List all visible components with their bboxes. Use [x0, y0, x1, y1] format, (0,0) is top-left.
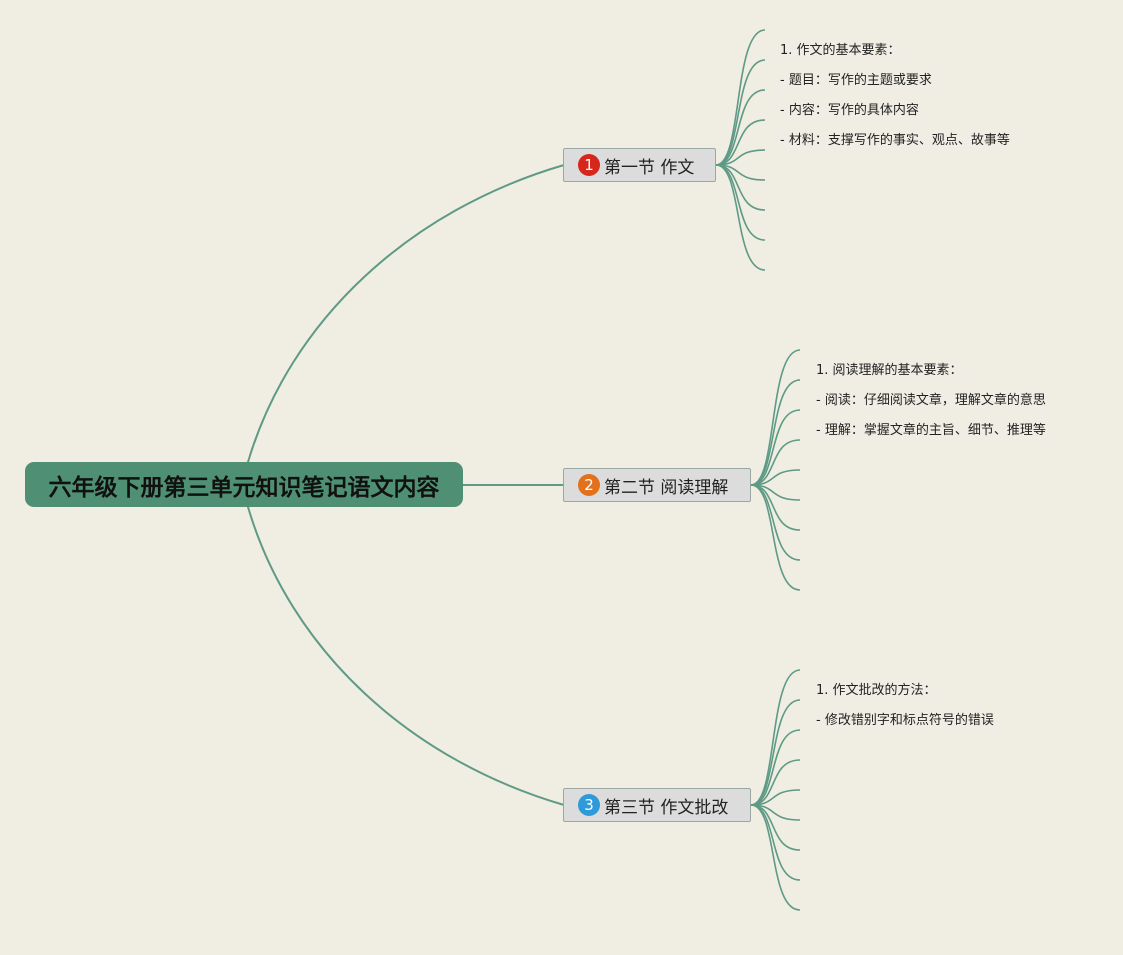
section-2-item-3[interactable]: - 理解：掌握文章的主旨、细节、推理等 — [813, 421, 1049, 441]
section-2-item-1[interactable]: 1. 阅读理解的基本要素： — [813, 361, 966, 381]
section-3-branch-1 — [750, 669, 801, 806]
section-1-branch-2 — [715, 59, 766, 166]
section-2-node[interactable]: 2 第二节 阅读理解 — [563, 468, 751, 502]
section-1-item-3[interactable]: - 内容：写作的具体内容 — [777, 101, 922, 121]
section-3-branch-2 — [750, 699, 801, 806]
central-topic-label: 六年级下册第三单元知识笔记语文内容 — [48, 474, 440, 501]
section-3-item-1[interactable]: 1. 作文批改的方法： — [813, 681, 940, 701]
section-2-item-2[interactable]: - 阅读：仔细阅读文章，理解文章的意思 — [813, 391, 1049, 411]
number-1-badge-icon: 1 — [578, 154, 600, 176]
section-3-node[interactable]: 3 第三节 作文批改 — [563, 788, 751, 822]
section-3-fan — [750, 669, 801, 911]
section-2-title: 第二节 阅读理解 — [604, 477, 729, 498]
section-1-fan — [715, 29, 766, 271]
central-topic[interactable]: 六年级下册第三单元知识笔记语文内容 — [25, 462, 463, 507]
section-1-branch-3 — [715, 89, 766, 166]
number-3-badge-icon: 3 — [578, 794, 600, 816]
section-2-branch-2 — [750, 379, 801, 486]
section-1-branch-4 — [715, 119, 766, 166]
root-link-section-1 — [247, 164, 565, 463]
section-2-branch-4 — [750, 439, 801, 486]
section-1-title: 第一节 作文 — [604, 157, 695, 178]
section-3-title: 第三节 作文批改 — [604, 797, 729, 818]
section-3-branch-4 — [750, 759, 801, 806]
section-2-branch-9 — [750, 484, 801, 591]
section-1-branch-9 — [715, 164, 766, 271]
section-2-fan — [750, 349, 801, 591]
number-2-badge-icon: 2 — [578, 474, 600, 496]
section-2-branch-1 — [750, 349, 801, 486]
section-3-branch-7 — [750, 804, 801, 851]
section-3-branch-9 — [750, 804, 801, 911]
section-1-branch-7 — [715, 164, 766, 211]
section-3-branch-3 — [750, 729, 801, 806]
root-link-section-3 — [247, 506, 565, 806]
section-1-item-1[interactable]: 1. 作文的基本要素： — [777, 41, 904, 61]
section-1-node[interactable]: 1 第一节 作文 — [563, 148, 716, 182]
section-1-item-2[interactable]: - 题目：写作的主题或要求 — [777, 71, 935, 91]
section-2-branch-7 — [750, 484, 801, 531]
section-1-branch-1 — [715, 29, 766, 166]
section-2-branch-3 — [750, 409, 801, 486]
section-1-item-4[interactable]: - 材料：支撑写作的事实、观点、故事等 — [777, 131, 1013, 151]
section-3-item-2[interactable]: - 修改错别字和标点符号的错误 — [813, 711, 997, 731]
